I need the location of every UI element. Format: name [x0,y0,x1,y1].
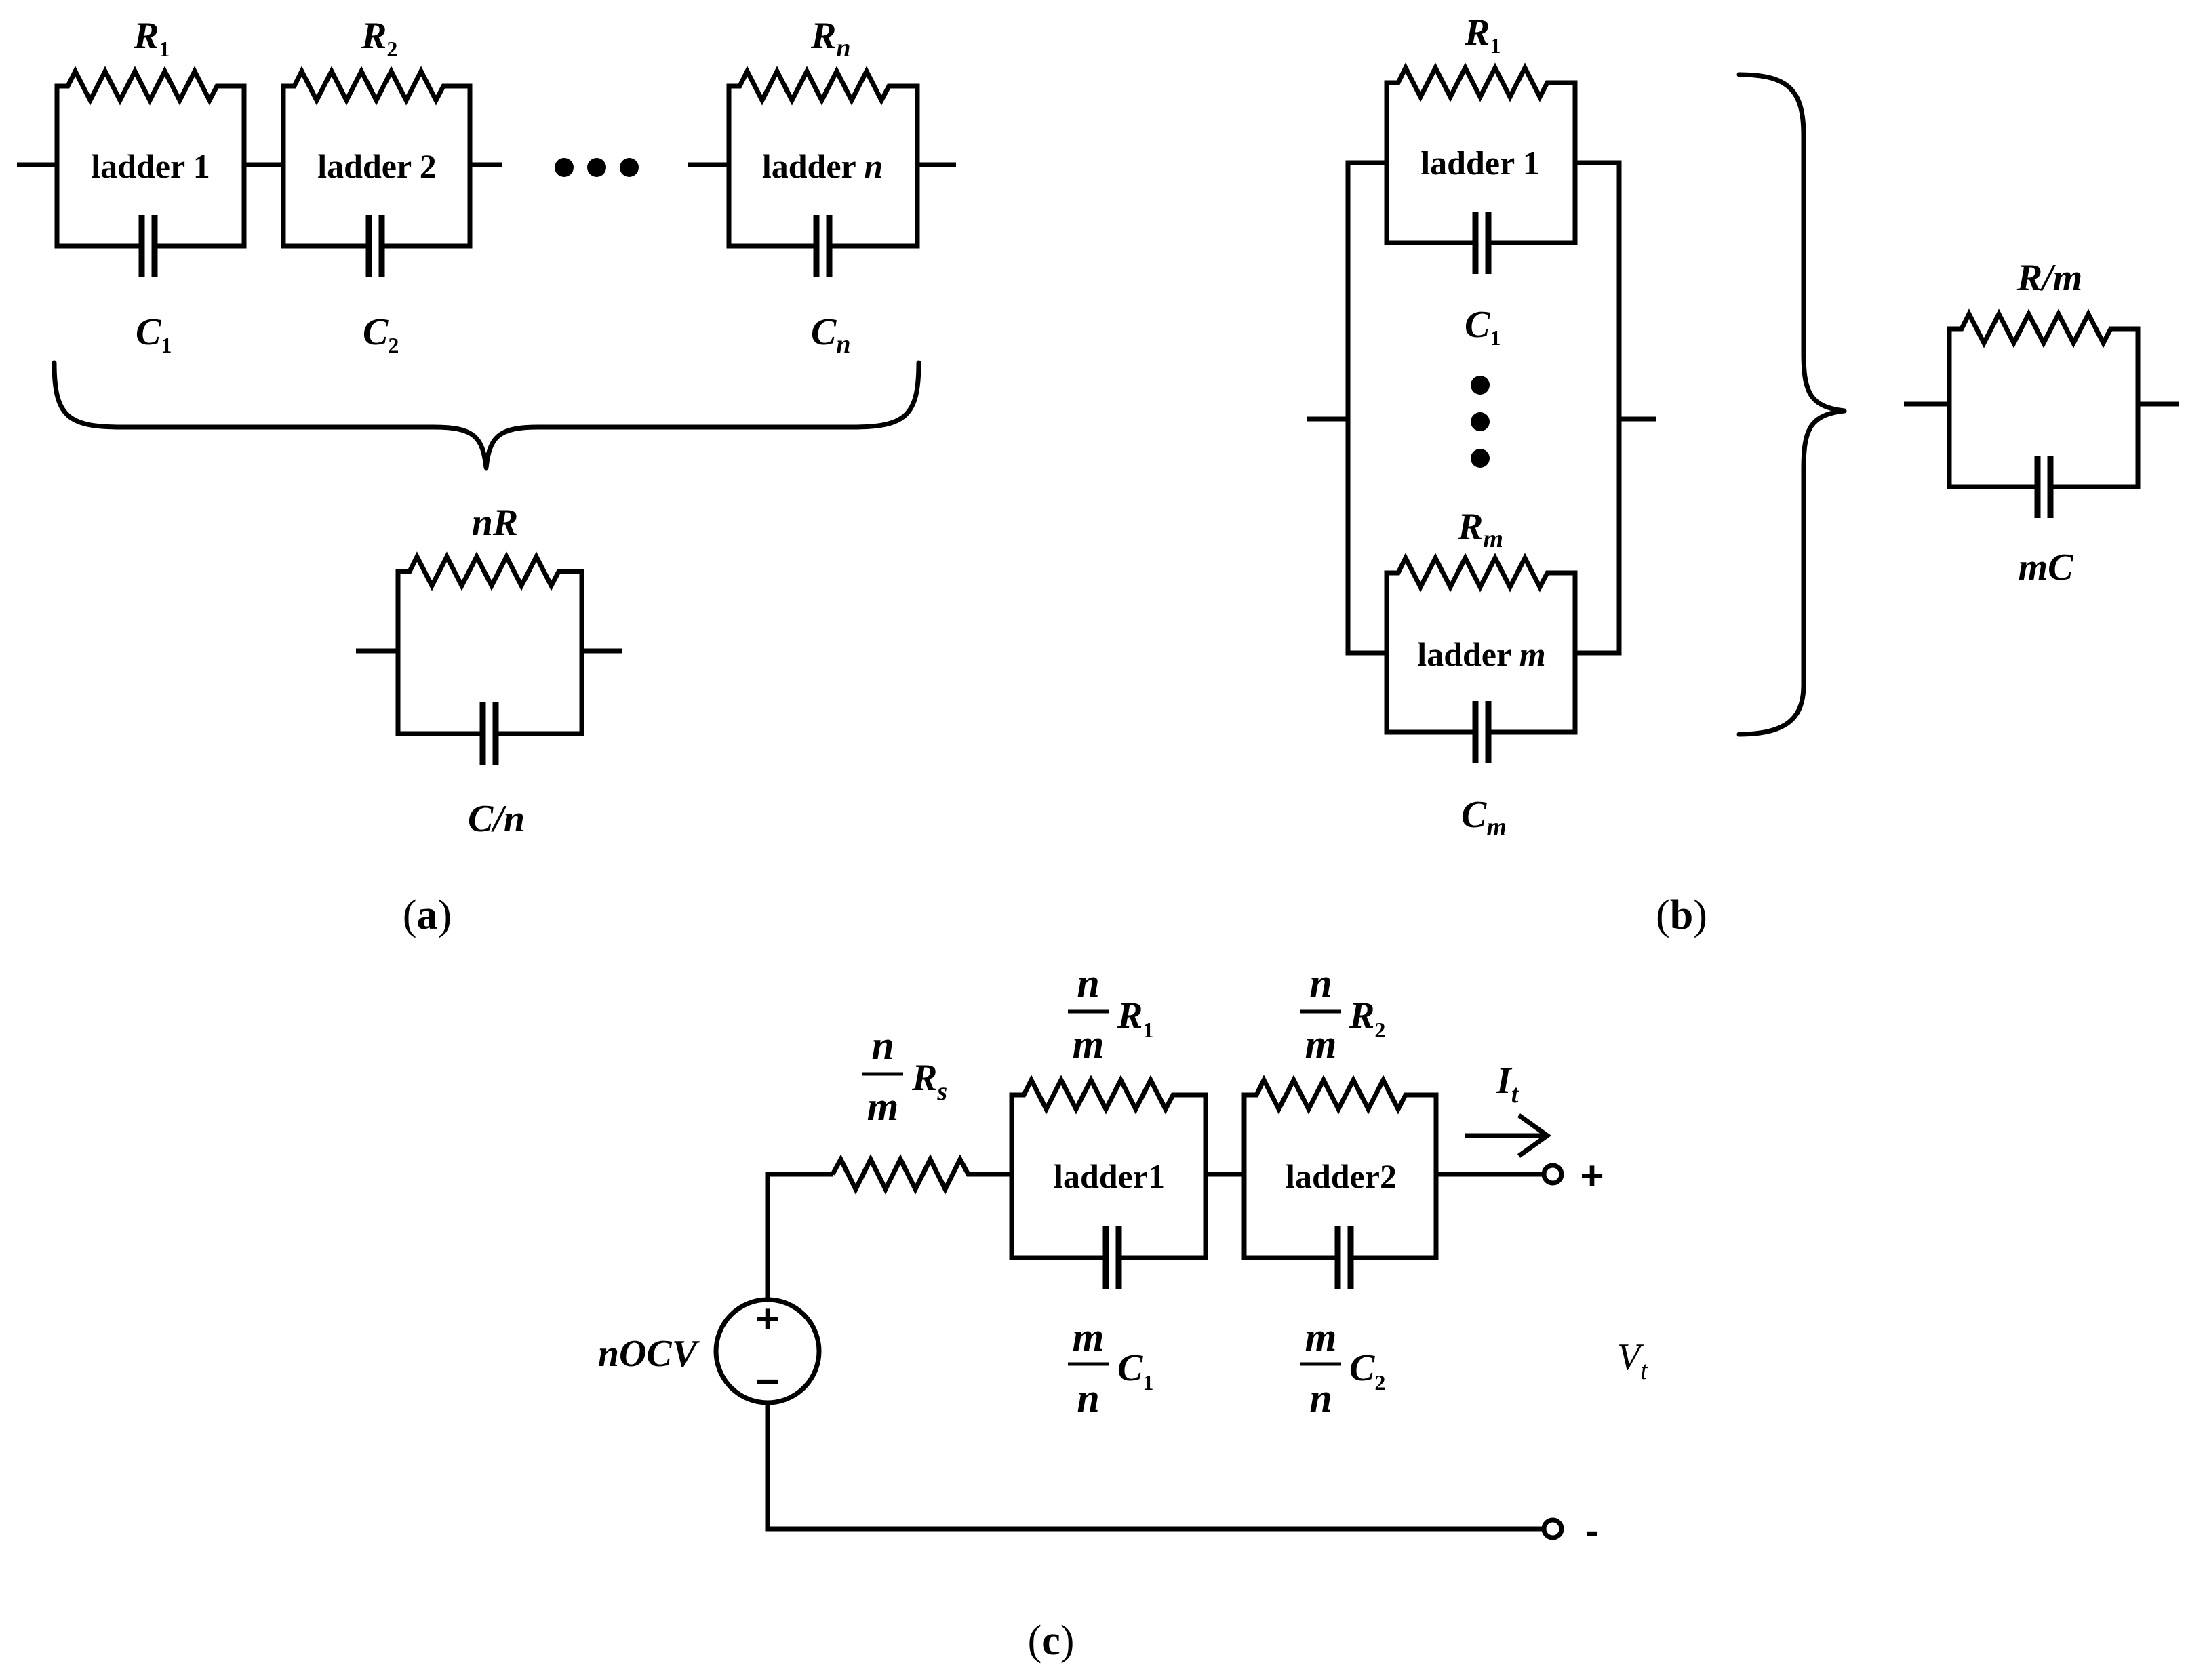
label-rs: Rs [911,1057,947,1106]
ellipsis-dot [620,158,639,177]
terminal-minus-sign: - [1585,1508,1599,1553]
ladder-c1-r-num: n [1077,961,1099,1005]
label-r1: R1 [133,15,170,61]
equivalent-b [1904,308,2179,518]
label-c1: C1 [136,311,172,357]
ladder-c1-c-num: m [1073,1315,1105,1359]
panel-c: + − nOCV n m Rs ladder1 n m R1 m n C1 la… [598,961,1648,1664]
current-arrow-icon [1465,1113,1552,1158]
label-r2: R2 [361,15,397,61]
terminal-minus [1541,1517,1564,1540]
brace-b [1736,72,1847,737]
ladder-c2-block [1241,1075,1439,1289]
voltage-source [713,1297,822,1405]
label-nr: nR [472,502,519,544]
label-b-r1: R1 [1464,12,1501,58]
label-b-rm: Rm [1457,506,1503,553]
label-b-c1: C1 [1465,304,1501,350]
ladder-c1-r-den: m [1073,1022,1105,1066]
ladder-bm-block [1384,553,1578,763]
source-plus: + [755,1296,779,1342]
wire-source-top [765,1172,833,1300]
brace-a [52,360,921,471]
ladder-2-block [281,66,473,277]
ladder-2-text: ladder 2 [317,147,437,185]
resistor-rs [830,1154,1012,1195]
label-nocv: nOCV [598,1333,700,1375]
ladder-c2-c-den: n [1309,1376,1332,1420]
panel-b: R1 ladder 1 C1 Rm ladder m Cm R/m mC (b) [1307,12,2179,938]
caption-a: (a) [403,892,452,938]
ladder-b1-text: ladder 1 [1420,144,1540,182]
terminal-plus-sign: + [1580,1153,1604,1199]
label-rn: Rn [810,15,851,62]
terminal-plus [1541,1163,1564,1186]
label-it: It [1496,1060,1519,1108]
ladder-c1-c: C1 [1117,1347,1153,1395]
ladder-n-block [726,66,920,277]
ladder-c1-c-den: n [1077,1376,1099,1420]
caption-b: (b) [1656,892,1707,938]
label-c2: C2 [363,311,399,357]
panel-a: R1 ladder 1 C1 R2 ladder 2 C2 Rn ladder … [17,15,956,938]
ladder-c2-text: ladder2 [1286,1157,1397,1195]
label-vt: Vt [1617,1336,1648,1385]
label-mc: mC [2019,546,2074,588]
equivalent-a [356,551,622,765]
ellipsis-dot [1471,449,1490,468]
ellipsis-dot [1471,412,1490,431]
rs-num: n [871,1023,894,1068]
label-b-cm: Cm [1461,794,1507,841]
label-cn: Cn [811,311,851,359]
rs-den: m [867,1084,899,1129]
label-r-over-m: R/m [2016,257,2082,299]
ellipsis-dot [587,158,606,177]
ladder-1-text: ladder 1 [91,147,210,185]
ladder-n-text: ladder n [762,147,883,185]
ellipsis-dot [1471,376,1490,395]
ladder-c2-c: C2 [1349,1347,1385,1395]
ladder-c2-r: R2 [1349,995,1385,1042]
ladder-c1-text: ladder1 [1054,1157,1165,1195]
ladder-bm-text: ladder m [1417,635,1545,673]
wire-bottom [765,1403,1543,1532]
ladder-c2-c-num: m [1305,1315,1337,1359]
ladder-c1-r: R1 [1117,995,1153,1042]
ladder-c2-r-den: m [1305,1022,1337,1066]
ladder-1-block [54,66,247,277]
source-minus: − [755,1359,779,1404]
caption-c: (c) [1028,1618,1075,1664]
ladder-c1-block [1009,1075,1208,1289]
ladder-b1-block [1384,62,1578,274]
ellipsis-dot [555,158,574,177]
ladder-c2-r-num: n [1309,961,1332,1005]
label-c-over-n: C/n [468,798,525,840]
